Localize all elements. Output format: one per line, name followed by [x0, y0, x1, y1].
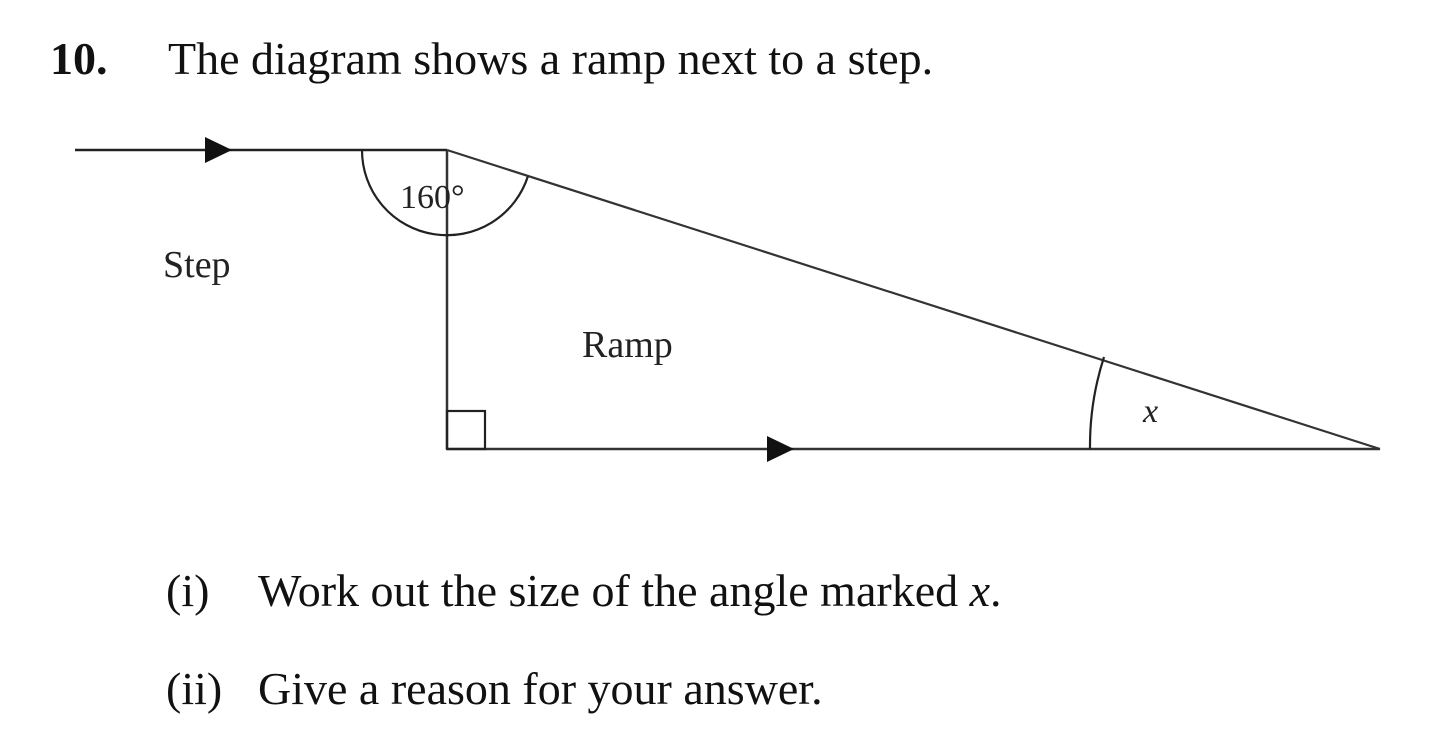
right-angle-marker: [445, 409, 487, 451]
step-label: Step: [163, 244, 231, 286]
angle-label-160: 160°: [400, 179, 465, 216]
part-ii-text: Give a reason for your answer.: [258, 663, 823, 714]
angle-arc-x: [1088, 356, 1106, 450]
part-i: (i) Work out the size of the angle marked…: [166, 568, 1002, 614]
parallel-arrow-top: [205, 137, 232, 163]
angle-label-x: x: [1142, 393, 1158, 430]
part-ii-number: (ii): [166, 663, 223, 714]
part-i-period: .: [990, 565, 1002, 616]
part-ii: (ii) Give a reason for your answer.: [166, 666, 823, 712]
part-i-variable: x: [969, 565, 991, 616]
question-stem: The diagram shows a ramp next to a step.: [168, 33, 934, 84]
question-number: 10.: [50, 33, 108, 84]
ramp-line: [446, 148, 1381, 451]
ramp-label: Ramp: [582, 324, 673, 366]
angle-arc-160: [360, 149, 530, 237]
parallel-arrow-bottom: [767, 436, 794, 462]
part-i-text: Work out the size of the angle marked: [258, 565, 970, 616]
part-i-number: (i): [166, 565, 210, 616]
